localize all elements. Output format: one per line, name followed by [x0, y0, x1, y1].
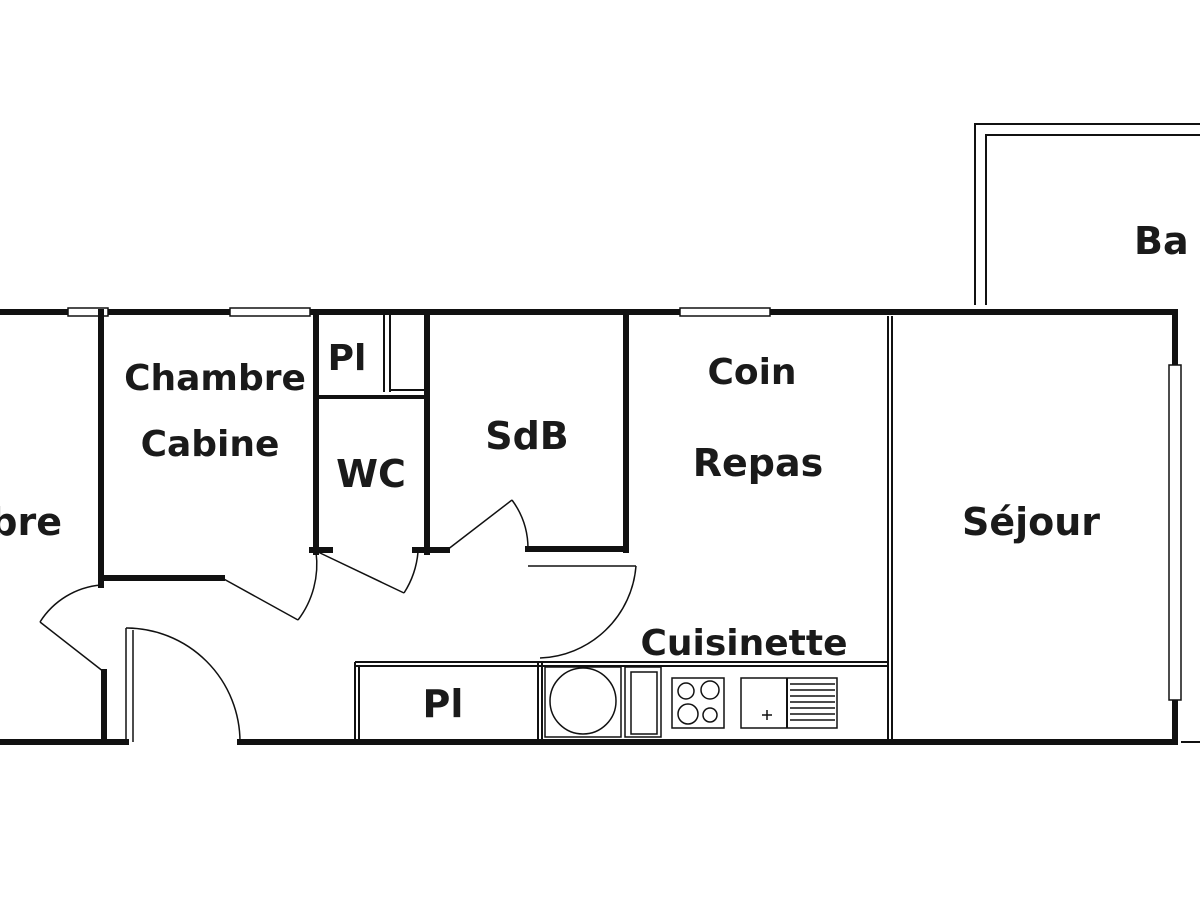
washing-machine-drum: [549, 667, 617, 735]
balcony-outline: [974, 123, 1200, 305]
label-cuisinette: Cuisinette: [640, 623, 847, 664]
label-sdb: SdB: [485, 414, 569, 458]
label-bedroom-left: bre: [0, 500, 62, 544]
burner-4: [702, 707, 718, 723]
kitchen-fixtures: [544, 666, 838, 738]
label-coin: Coin: [707, 352, 796, 393]
label-placard-bottom: Pl: [423, 682, 464, 726]
room-labels: bre Chambre Cabine Pl WC SdB Coin Repas …: [0, 219, 1189, 726]
label-sejour: Séjour: [962, 500, 1100, 544]
burner-3: [677, 703, 699, 725]
windows: [67, 307, 1200, 743]
doors: [39, 499, 637, 743]
label-placard-top: Pl: [328, 338, 367, 379]
burner-1: [677, 682, 695, 700]
drainboard-lines: [790, 683, 835, 721]
outer-walls: [0, 309, 1178, 745]
burner-2: [700, 680, 720, 700]
label-wc: WC: [336, 452, 406, 496]
label-chambre: Chambre: [124, 358, 306, 399]
cabinet-inner: [630, 671, 658, 735]
label-repas: Repas: [693, 441, 824, 485]
interior-walls: [98, 309, 893, 745]
label-balcon: Ba: [1134, 219, 1189, 263]
label-cabine: Cabine: [141, 424, 280, 465]
